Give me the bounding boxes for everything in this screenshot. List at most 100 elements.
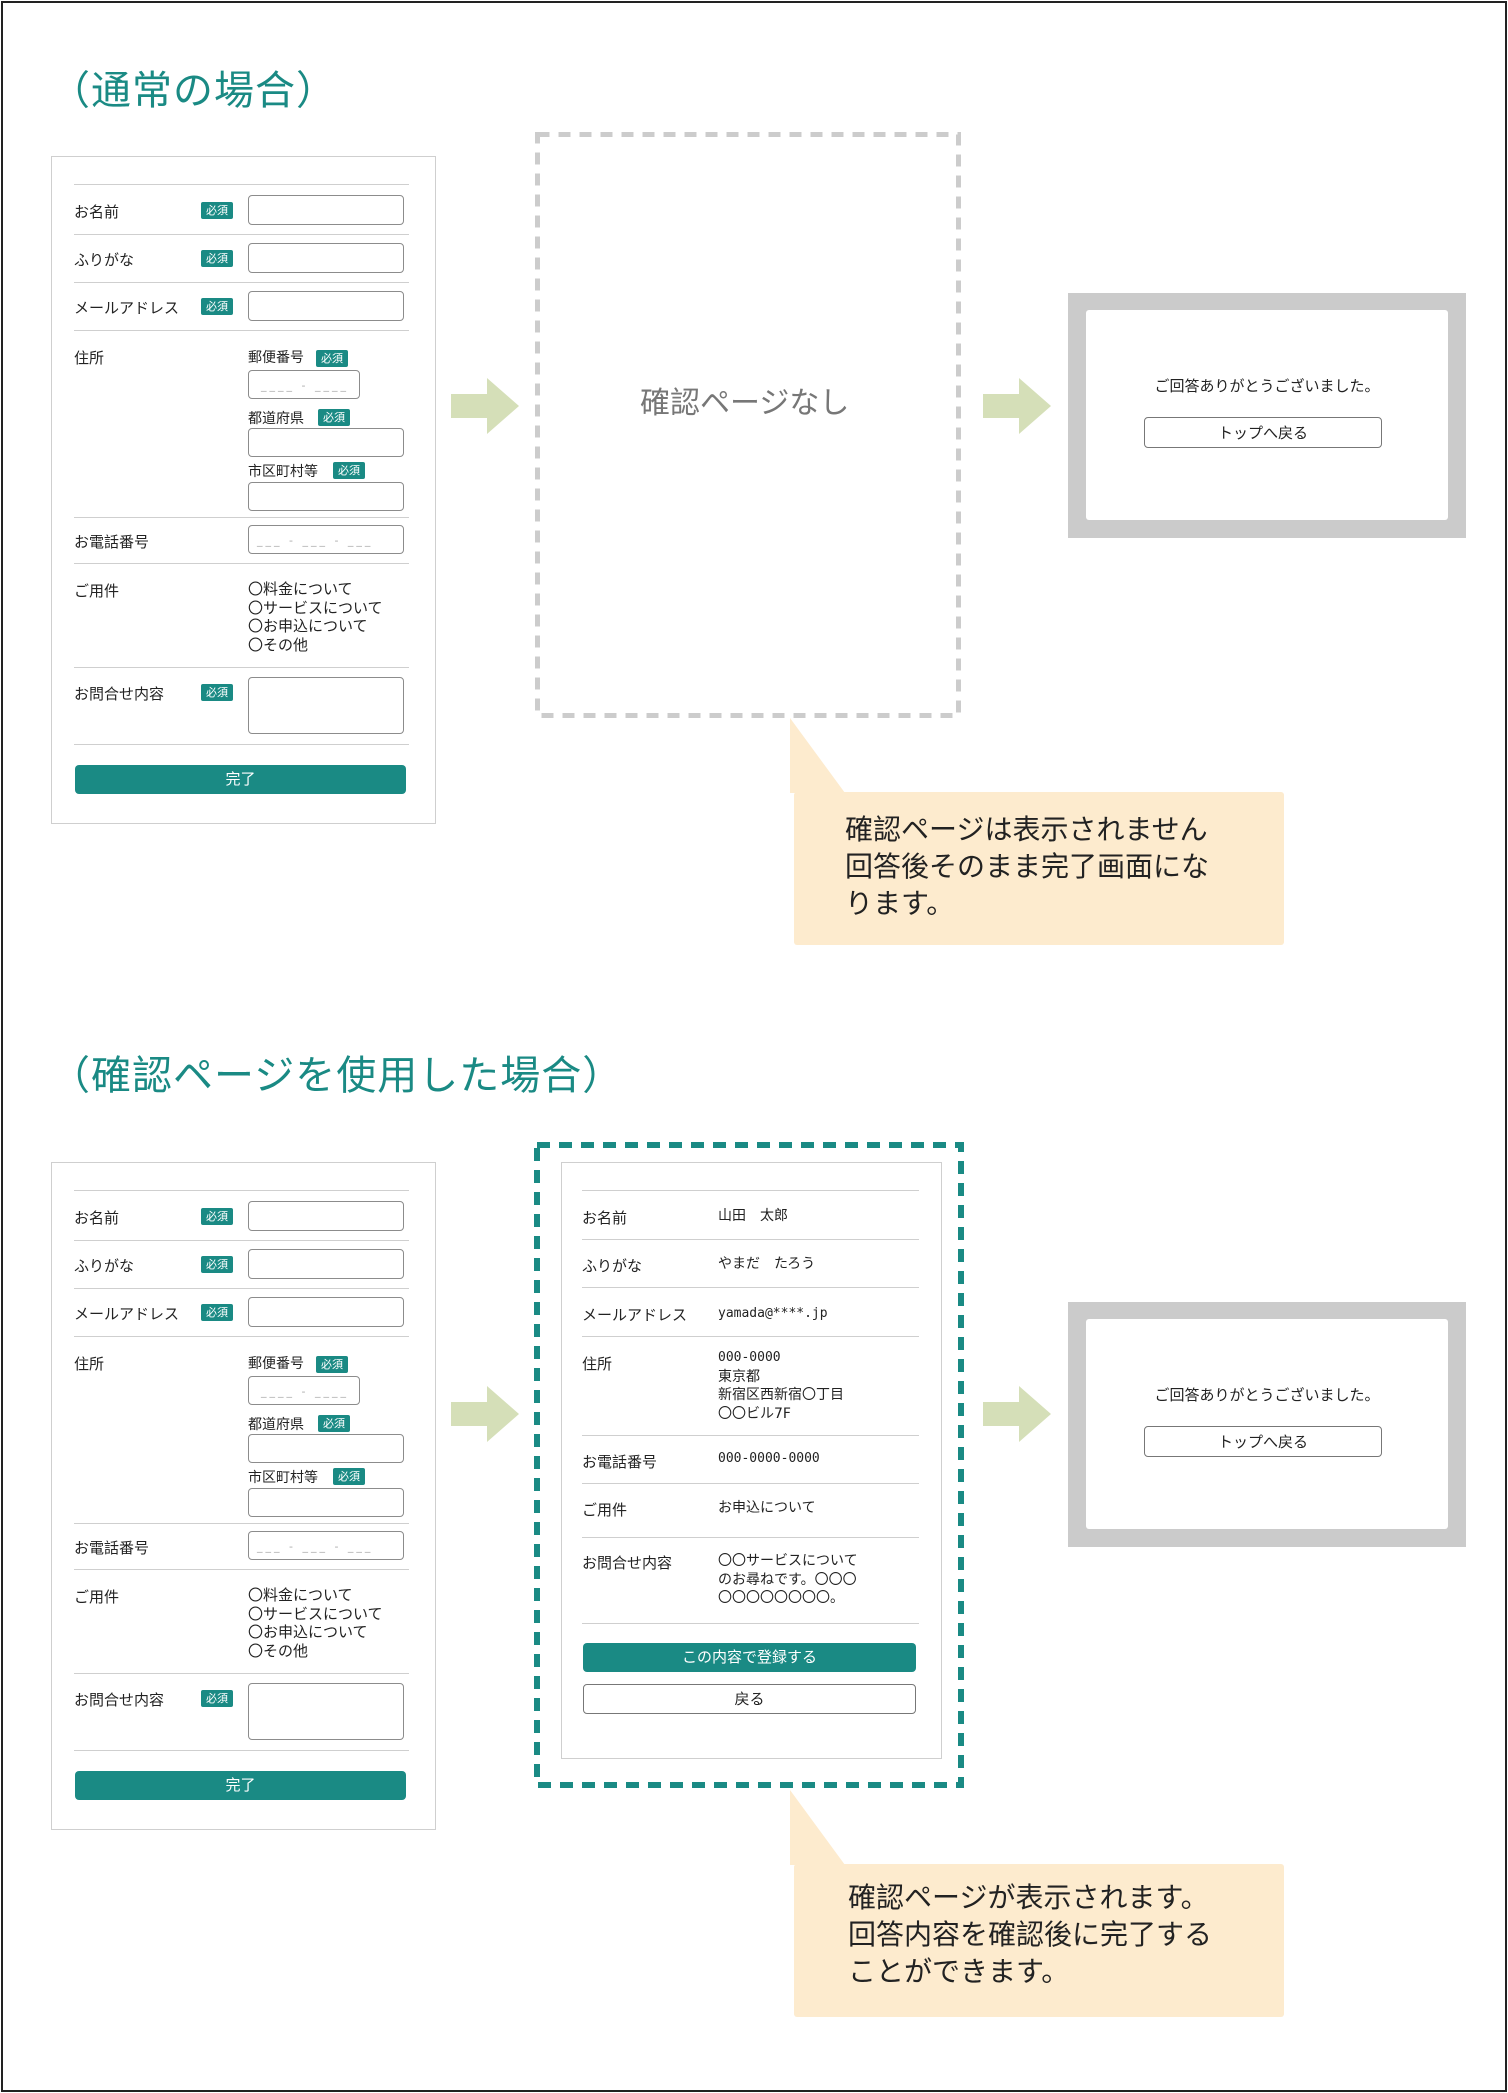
row-divider bbox=[582, 1623, 919, 1624]
postal-label: 郵便番号 bbox=[248, 350, 304, 366]
no-confirm-box bbox=[535, 132, 961, 718]
inquiry-label: お問合せ内容 bbox=[74, 685, 165, 703]
back-button[interactable]: 戻る bbox=[583, 1684, 916, 1714]
flow-arrow-icon bbox=[983, 378, 1051, 434]
form-panel-confirm: お名前 必須 ふりがな 必須 メールアドレス 必須 住所 郵便番号 必須 ___… bbox=[51, 1162, 436, 1830]
thanks-panel-confirm: ご回答ありがとうございました。 トップへ戻る bbox=[1068, 1302, 1466, 1547]
required-badge: 必須 bbox=[316, 350, 348, 367]
confirm-inquiry-label: お問合せ内容 bbox=[582, 1554, 673, 1572]
inquiry-textarea[interactable] bbox=[248, 1683, 404, 1740]
city-input[interactable] bbox=[248, 1488, 404, 1517]
row-divider bbox=[582, 1190, 919, 1191]
confirm-furigana-label: ふりがな bbox=[582, 1257, 643, 1275]
confirm-address-label: 住所 bbox=[582, 1355, 613, 1373]
confirm-phone-value: 000-0000-0000 bbox=[718, 1451, 820, 1466]
required-badge: 必須 bbox=[318, 409, 350, 426]
row-divider bbox=[74, 667, 409, 668]
row-divider bbox=[74, 1750, 409, 1751]
required-badge: 必須 bbox=[333, 1468, 365, 1485]
confirm-furigana-value: やまだ たろう bbox=[718, 1256, 816, 1272]
name-label: お名前 bbox=[74, 1209, 120, 1227]
phone-input[interactable]: ___ - ___ - ___ bbox=[248, 525, 404, 554]
prefecture-label: 都道府県 bbox=[248, 411, 304, 427]
back-to-top-button[interactable]: トップへ戻る bbox=[1144, 417, 1382, 448]
furigana-input[interactable] bbox=[248, 243, 404, 273]
email-input[interactable] bbox=[248, 1297, 404, 1327]
furigana-input[interactable] bbox=[248, 1249, 404, 1279]
radio-option[interactable]: 〇お申込について bbox=[248, 617, 368, 635]
row-divider bbox=[74, 234, 409, 235]
callout-confirm bbox=[790, 1790, 1284, 2017]
name-input[interactable] bbox=[248, 195, 404, 225]
back-to-top-button[interactable]: トップへ戻る bbox=[1144, 1426, 1382, 1457]
row-divider bbox=[74, 1673, 409, 1674]
required-badge: 必須 bbox=[333, 462, 365, 479]
required-badge: 必須 bbox=[201, 1690, 233, 1707]
row-divider bbox=[74, 1190, 409, 1191]
city-label: 市区町村等 bbox=[248, 464, 318, 480]
row-divider bbox=[74, 1569, 409, 1570]
email-input[interactable] bbox=[248, 291, 404, 321]
submit-button[interactable]: 完了 bbox=[75, 765, 406, 794]
row-divider bbox=[74, 1288, 409, 1289]
row-divider bbox=[582, 1239, 919, 1240]
register-button[interactable]: この内容で登録する bbox=[583, 1643, 916, 1672]
confirm-page: お名前 山田 太郎 ふりがな やまだ たろう メールアドレス yamada@**… bbox=[561, 1162, 942, 1759]
postal-input[interactable]: ____ - ____ bbox=[248, 370, 360, 399]
section-title-confirm: （確認ページを使用した場合） bbox=[50, 1053, 624, 1099]
required-badge: 必須 bbox=[201, 202, 233, 219]
prefecture-input[interactable] bbox=[248, 1434, 404, 1463]
flow-arrow-icon bbox=[451, 378, 519, 434]
confirm-subject-value: お申込について bbox=[718, 1500, 816, 1516]
row-divider bbox=[74, 563, 409, 564]
thanks-message: ご回答ありがとうございました。 bbox=[1154, 377, 1380, 395]
form-panel-normal: お名前 必須 ふりがな 必須 メールアドレス 必須 住所 郵便番号 必須 ___… bbox=[51, 156, 436, 824]
confirm-address-value: 000-0000 東京都 新宿区西新宿〇丁目 〇〇ビル7F bbox=[718, 1350, 844, 1422]
phone-input[interactable]: ___ - ___ - ___ bbox=[248, 1531, 404, 1560]
subject-label: ご用件 bbox=[74, 582, 120, 600]
radio-option[interactable]: 〇料金について bbox=[248, 1586, 353, 1604]
row-divider bbox=[74, 330, 409, 331]
no-confirm-text: 確認ページなし bbox=[640, 386, 850, 421]
name-label: お名前 bbox=[74, 203, 120, 221]
required-badge: 必須 bbox=[316, 1356, 348, 1373]
inquiry-textarea[interactable] bbox=[248, 677, 404, 734]
confirm-email-label: メールアドレス bbox=[582, 1306, 688, 1324]
radio-option[interactable]: 〇その他 bbox=[248, 1641, 309, 1660]
radio-option[interactable]: 〇お申込について bbox=[248, 1623, 368, 1641]
required-badge: 必須 bbox=[201, 1256, 233, 1273]
radio-option[interactable]: 〇サービスについて bbox=[248, 598, 383, 617]
required-badge: 必須 bbox=[201, 250, 233, 267]
thanks-panel-normal: ご回答ありがとうございました。 トップへ戻る bbox=[1068, 293, 1466, 538]
name-input[interactable] bbox=[248, 1201, 404, 1231]
required-badge: 必須 bbox=[201, 298, 233, 315]
row-divider bbox=[74, 1523, 409, 1524]
city-input[interactable] bbox=[248, 482, 404, 511]
flow-arrow-icon bbox=[983, 1386, 1051, 1442]
radio-option[interactable]: 〇料金について bbox=[248, 580, 353, 598]
row-divider bbox=[74, 1240, 409, 1241]
submit-button[interactable]: 完了 bbox=[75, 1771, 406, 1800]
subject-label: ご用件 bbox=[74, 1588, 120, 1606]
section-title-normal: （通常の場合） bbox=[50, 68, 337, 114]
row-divider bbox=[74, 517, 409, 518]
thanks-screen: ご回答ありがとうございました。 トップへ戻る bbox=[1086, 1319, 1448, 1529]
thanks-message: ご回答ありがとうございました。 bbox=[1154, 1386, 1380, 1404]
callout-normal-text: 確認ページは表示されません 回答後そのまま完了画面にな ります。 bbox=[845, 813, 1210, 920]
city-label: 市区町村等 bbox=[248, 1470, 318, 1486]
required-badge: 必須 bbox=[201, 1208, 233, 1225]
callout-normal bbox=[790, 718, 1284, 945]
postal-input[interactable]: ____ - ____ bbox=[248, 1376, 360, 1405]
furigana-label: ふりがな bbox=[74, 251, 135, 269]
furigana-label: ふりがな bbox=[74, 1257, 135, 1275]
radio-option[interactable]: 〇その他 bbox=[248, 635, 309, 654]
required-badge: 必須 bbox=[201, 1304, 233, 1321]
radio-option[interactable]: 〇サービスについて bbox=[248, 1604, 383, 1623]
prefecture-input[interactable] bbox=[248, 428, 404, 457]
row-divider bbox=[582, 1336, 919, 1337]
row-divider bbox=[582, 1435, 919, 1436]
flow-arrow-icon bbox=[451, 1386, 519, 1442]
address-label: 住所 bbox=[74, 1355, 105, 1373]
inquiry-label: お問合せ内容 bbox=[74, 1691, 165, 1709]
